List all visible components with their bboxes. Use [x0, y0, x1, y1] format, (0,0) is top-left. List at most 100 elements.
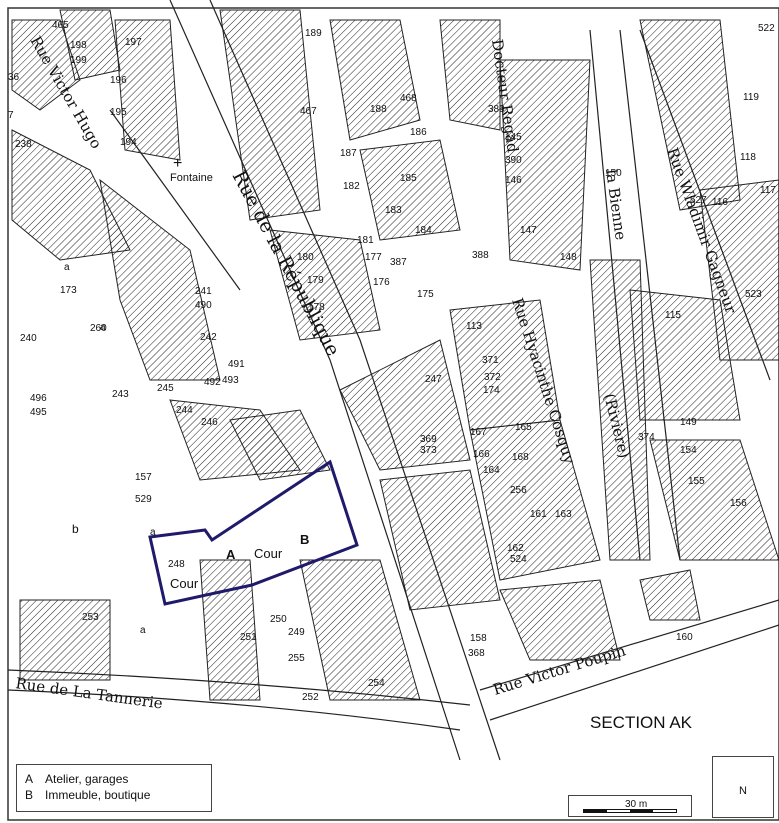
parcel-number: 254: [368, 678, 385, 689]
parcel-number: 162: [507, 543, 524, 554]
svg-text:b: b: [72, 522, 79, 536]
parcel-number: 372: [484, 372, 501, 383]
parcel-number: 188: [370, 104, 387, 115]
parcel-number: 189: [305, 28, 322, 39]
parcel-number: 150: [605, 168, 622, 179]
parcel-number: 371: [482, 355, 499, 366]
parcel-number: 241: [195, 286, 212, 297]
parcel-number: 186: [410, 127, 427, 138]
scale-bar-box: 30 m: [568, 795, 692, 817]
svg-text:a: a: [140, 625, 146, 636]
parcel-number: 115: [665, 310, 681, 321]
parcel-number: 160: [676, 632, 693, 643]
parcel-number: 198: [70, 40, 87, 51]
courtyard-label-2: Cour: [254, 546, 283, 561]
parcel-number: 244: [176, 405, 193, 416]
parcel-number: 164: [483, 465, 500, 476]
legend-text: Immeuble, boutique: [45, 788, 151, 802]
parcel-number: 389: [488, 104, 505, 115]
parcel-number: 195: [110, 107, 127, 118]
parcel-number: 260: [90, 323, 107, 334]
north-box: N: [712, 756, 774, 818]
parcel-number: 161: [530, 509, 547, 520]
parcel-number: 177: [365, 252, 382, 263]
parcel-number: 145: [505, 132, 522, 143]
parcel-number: 184: [415, 225, 432, 236]
parcel-number: 116: [712, 197, 728, 208]
parcel-number: 187: [340, 148, 357, 159]
parcel-number: 373: [420, 445, 437, 456]
fountain-label: Fontaine: [170, 172, 213, 184]
parcel-number: 247: [425, 374, 442, 385]
parcel-number: 119: [743, 92, 759, 103]
parcel-number: 181: [357, 235, 374, 246]
legend-key: A: [25, 772, 34, 786]
parcel-number: 118: [740, 152, 756, 163]
parcel-number: 182: [343, 181, 360, 192]
parcel-number: 156: [730, 498, 747, 509]
parcel-number: 185: [400, 173, 417, 184]
parcel-number: 149: [680, 417, 697, 428]
parcel-number: 390: [505, 155, 522, 166]
parcel-number: 163: [555, 509, 572, 520]
parcel-number: 146: [505, 175, 522, 186]
parcel-number: 523: [745, 289, 762, 300]
parcel-number: 495: [30, 407, 47, 418]
parcel-number: 496: [30, 393, 47, 404]
parcel-number: 165: [515, 422, 532, 433]
scale-bar: [583, 809, 677, 813]
legend-item-a: A Atelier, garages: [25, 771, 203, 787]
parcel-number: 148: [560, 252, 577, 263]
parcel-number: 468: [400, 93, 417, 104]
section-title: SECTION AK: [590, 713, 693, 732]
parcel-number: 490: [195, 300, 212, 311]
parcel-number: 167: [470, 427, 487, 438]
fountain-cross-icon: +: [173, 155, 182, 172]
parcel-number: 374: [638, 432, 655, 443]
parcel-number: 7: [8, 110, 14, 121]
parcel-number: 250: [270, 614, 287, 625]
study-area-outline: [148, 459, 359, 606]
parcel-number: 179: [307, 275, 324, 286]
parcel-number: 491: [228, 359, 245, 370]
parcel-number: 158: [470, 633, 487, 644]
parcel-number: 173: [60, 285, 77, 296]
svg-text:a: a: [64, 262, 70, 273]
parcel-number: 387: [390, 257, 407, 268]
marker-b: B: [300, 532, 309, 547]
legend: A Atelier, garages B Immeuble, boutique: [16, 764, 212, 812]
parcel-number: 178: [308, 302, 325, 313]
parcel-number: 388: [472, 250, 489, 261]
parcel-number: 117: [760, 185, 776, 196]
svg-text:a: a: [150, 527, 156, 538]
parcel-number: 243: [112, 389, 129, 400]
north-label: N: [739, 785, 747, 797]
parcel-number: 246: [201, 417, 218, 428]
legend-key: B: [25, 788, 34, 802]
marker-a: A: [226, 547, 236, 562]
parcel-number: 183: [385, 205, 402, 216]
parcel-number: 245: [157, 383, 174, 394]
legend-text: Atelier, garages: [45, 772, 129, 786]
parcel-number: 253: [82, 612, 99, 623]
parcel-number: 157: [135, 472, 152, 483]
parcel-number: 168: [512, 452, 529, 463]
parcel-number: 492: [204, 377, 221, 388]
parcel-number: 248: [168, 559, 185, 570]
parcel-number: 251: [240, 632, 257, 643]
zone-letters: a a a b a: [64, 262, 156, 636]
scale-label: 30 m: [625, 799, 648, 810]
parcel-number: 194: [120, 137, 137, 148]
parcel-number: 369: [420, 434, 437, 445]
parcel-number: 493: [222, 375, 239, 386]
parcel-number: 529: [135, 494, 152, 505]
parcel-number: 36: [8, 72, 20, 83]
parcel-number: 175: [417, 289, 434, 300]
parcel-number: 166: [473, 449, 490, 460]
parcel-number: 524: [510, 554, 527, 565]
parcel-number: 527: [690, 195, 707, 206]
parcel-number: 174: [483, 385, 500, 396]
parcel-number: 238: [15, 139, 32, 150]
